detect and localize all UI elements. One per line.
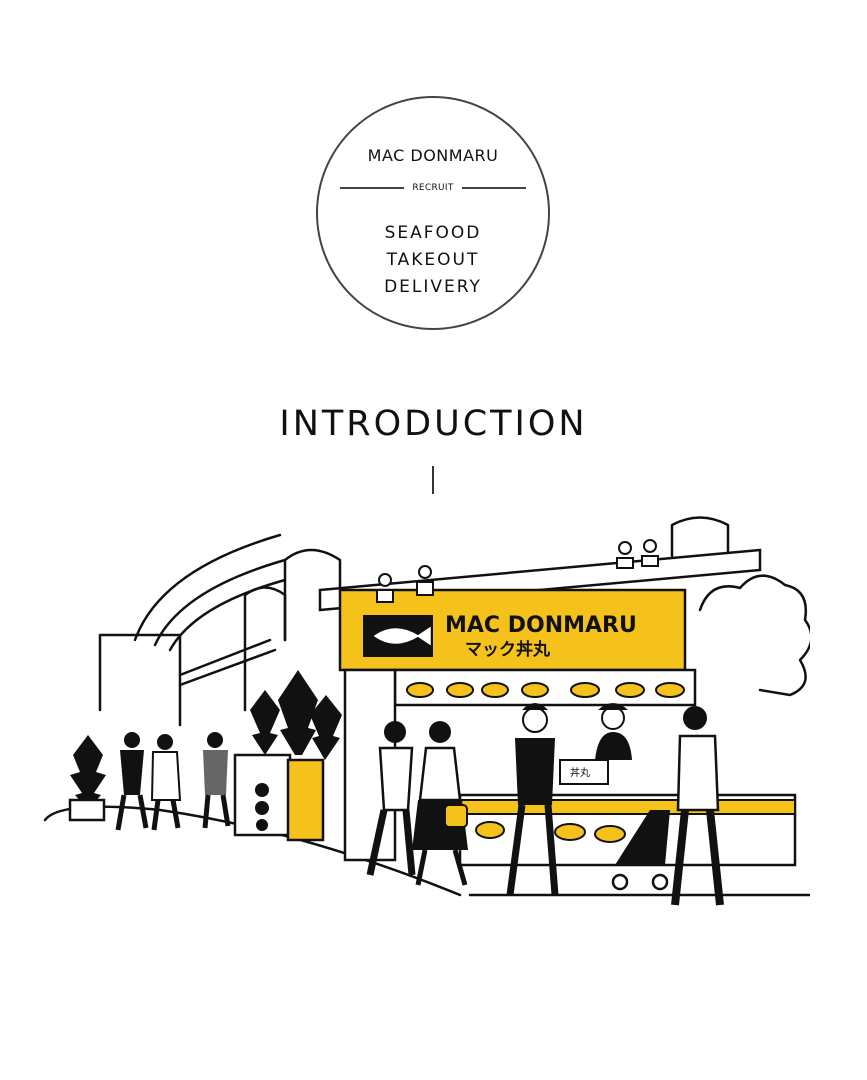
menu-stand xyxy=(233,753,325,842)
crowd-right xyxy=(366,703,724,906)
logo-badge: MAC DONMARU RECRUIT SEAFOOD TAKEOUT DELI… xyxy=(316,96,550,330)
staff-person xyxy=(595,703,632,760)
counter-bowls xyxy=(475,821,626,843)
planter xyxy=(68,798,106,822)
sign-text-en: MAC DONMARU xyxy=(445,613,637,638)
service-delivery: DELIVERY xyxy=(384,277,482,297)
left-balcony xyxy=(178,638,277,687)
tree-cluster xyxy=(70,670,342,810)
divider-line-left xyxy=(340,187,405,189)
logo-brand-name: MAC DONMARU xyxy=(367,146,499,165)
crowd-left xyxy=(115,732,231,831)
sign-text-jp: マック丼丸 xyxy=(465,639,551,660)
register-label: 丼丸 xyxy=(570,766,590,779)
section-title: INTRODUCTION xyxy=(279,404,588,444)
register xyxy=(559,759,609,785)
title-divider xyxy=(432,466,434,494)
roof-people xyxy=(376,539,659,603)
recruit-label: RECRUIT xyxy=(412,183,454,193)
storefront-illustration: MAC DONMARU マック丼丸 丼丸 xyxy=(43,516,810,906)
service-seafood: SEAFOOD xyxy=(384,223,482,243)
arch-outer xyxy=(133,533,282,642)
cloud-right xyxy=(698,574,810,697)
recruit-divider: RECRUIT xyxy=(340,181,527,195)
menu-bowls xyxy=(406,682,685,698)
arch-inner-2 xyxy=(168,578,287,652)
services-list: SEAFOOD TAKEOUT DELIVERY xyxy=(318,220,548,301)
fish-icon xyxy=(373,626,431,646)
service-takeout: TAKEOUT xyxy=(386,250,480,270)
divider-line-right xyxy=(461,187,527,189)
tower-mid xyxy=(283,548,342,642)
counter-stripe xyxy=(459,799,796,815)
tower-right xyxy=(670,516,730,567)
arch-inner xyxy=(153,558,287,647)
left-building xyxy=(98,633,182,727)
